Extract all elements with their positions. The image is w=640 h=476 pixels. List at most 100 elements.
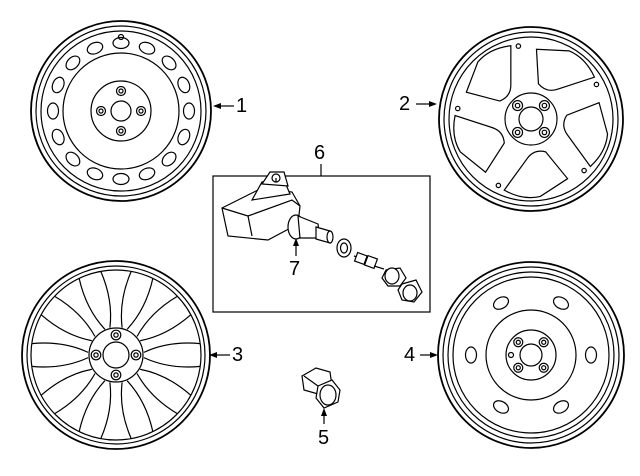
rim-hole (495, 182, 502, 189)
alloy-wheel-10-spoke[interactable] (21, 260, 211, 450)
spoke-edge (139, 368, 192, 396)
vent-hole (138, 41, 156, 55)
spoke-window (465, 45, 512, 102)
lug-hole (130, 349, 142, 361)
lug-hole-inner (113, 372, 119, 378)
rim-hole (581, 167, 587, 174)
lug-hole-inner (113, 332, 119, 338)
tpms-kit-box (212, 171, 431, 313)
spare-wheel[interactable] (437, 261, 625, 449)
spoke-window (535, 48, 596, 91)
lug-hole (513, 337, 524, 348)
vent-hole (65, 55, 81, 71)
lug-hole (135, 105, 147, 117)
valve-cap[interactable] (397, 279, 423, 303)
lug-hole (90, 349, 102, 361)
rim-hole (454, 105, 461, 112)
spoke-edge (54, 373, 96, 415)
lug-hole-inner (93, 352, 99, 358)
lug-nut-part[interactable] (301, 367, 341, 409)
spoke-edge (78, 278, 106, 330)
lug-hole-inner (541, 365, 547, 371)
valve-core[interactable] (353, 251, 385, 270)
lug-hole-inner (514, 129, 521, 136)
lug-hole (513, 362, 524, 373)
spoke-edge (100, 271, 112, 328)
steel-wheel[interactable] (30, 20, 212, 202)
lug-hole (115, 85, 127, 97)
spoke-window (563, 101, 609, 168)
vent-hole (112, 36, 130, 50)
lug-hole-inner (541, 102, 548, 109)
lug-hole (538, 337, 549, 348)
vent-hole (51, 128, 65, 146)
vent-hole (161, 151, 177, 167)
spoke-edge (78, 380, 106, 432)
vent-hole (161, 55, 177, 71)
spoke-edge (139, 314, 192, 342)
lug-hole (110, 329, 122, 341)
callout-1: 1 (236, 95, 248, 117)
washer-ring[interactable] (336, 238, 352, 258)
spoke-edge (136, 373, 178, 415)
vent-hole (552, 400, 570, 414)
lug-hole-inner (515, 339, 521, 345)
vent-hole (112, 172, 130, 186)
tpms-sensor[interactable] (221, 171, 301, 241)
spoke-edge (120, 271, 132, 328)
lug-hole-inner (118, 128, 124, 134)
vent-hole (65, 151, 81, 167)
rim-hole (515, 43, 522, 49)
rim-hole (593, 81, 600, 88)
spoke-edge (126, 278, 154, 330)
vent-hole (492, 400, 510, 414)
spoke-edge (143, 342, 201, 353)
lug-hole-inner (515, 365, 521, 371)
lug-hole (538, 126, 551, 139)
alloy-wheel-5-spoke[interactable] (438, 26, 624, 212)
spoke-edge (54, 295, 96, 337)
lug-hole (110, 369, 122, 381)
vent-hole (182, 102, 196, 120)
callout-6: 6 (314, 142, 326, 164)
lug-hole (511, 126, 524, 139)
callout-7: 7 (289, 258, 301, 280)
valve-stem[interactable] (287, 214, 334, 244)
vent-hole (177, 76, 191, 94)
callout-3: 3 (232, 344, 244, 366)
spoke-edge (100, 382, 112, 439)
callout-2: 2 (399, 93, 411, 115)
lug-hole-inner (133, 352, 139, 358)
vent-hole (177, 128, 191, 146)
lug-hole-inner (118, 88, 124, 94)
vent-hole (584, 346, 598, 364)
lug-hole-inner (541, 339, 547, 345)
spoke-edge (31, 357, 89, 368)
vent-hole (86, 167, 104, 181)
lug-hole-inner (514, 102, 521, 109)
vent-hole (552, 296, 570, 310)
spoke-edge (143, 357, 201, 368)
lug-hole-inner (98, 108, 104, 114)
spoke-edge (40, 314, 93, 342)
spoke-edge (120, 382, 132, 439)
lug-hole (95, 105, 107, 117)
lug-hole (511, 99, 524, 112)
vent-hole (138, 167, 156, 181)
lug-hole (538, 99, 551, 112)
vent-hole (51, 76, 65, 94)
callout-5: 5 (318, 427, 330, 449)
lug-hole-inner (541, 129, 548, 136)
valve-nut[interactable] (381, 267, 407, 287)
spoke-window (503, 150, 569, 199)
lug-hole (538, 362, 549, 373)
lug-hole-inner (138, 108, 144, 114)
vent-hole (46, 102, 60, 120)
vent-hole (86, 41, 104, 55)
spoke-window (453, 114, 505, 174)
spoke-edge (40, 368, 93, 396)
spoke-edge (136, 295, 178, 337)
lug-hole (115, 125, 127, 137)
